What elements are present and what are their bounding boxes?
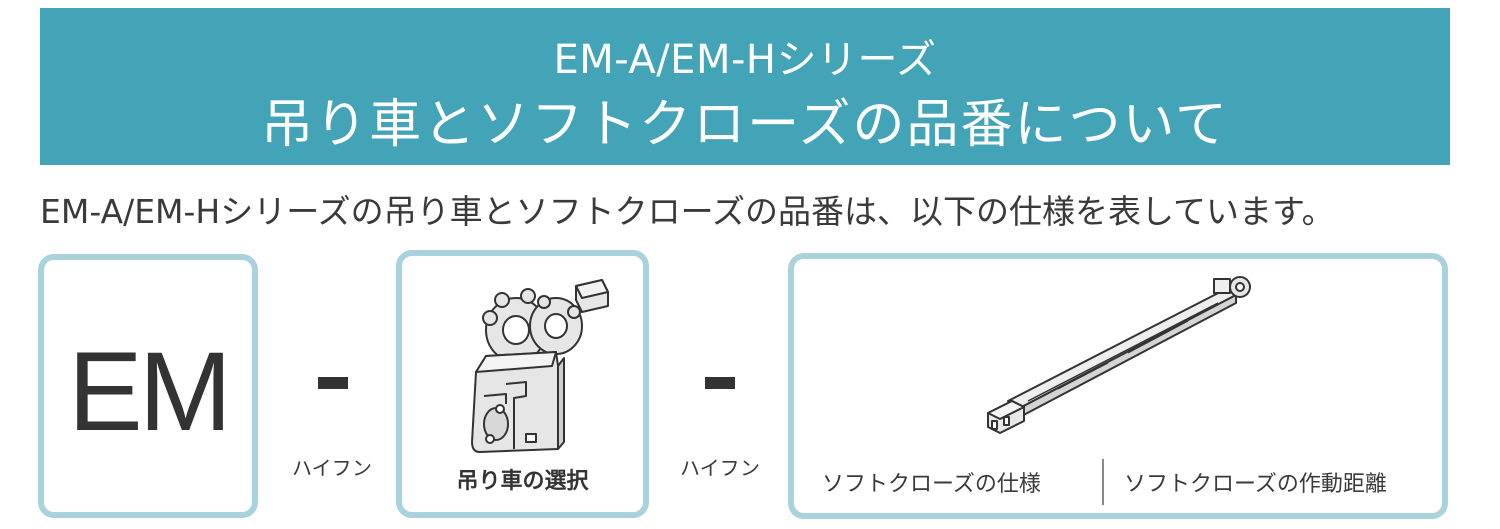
banner-main-title: 吊り車とソフトクローズの品番について bbox=[261, 95, 1229, 155]
softclose-illustration bbox=[987, 276, 1251, 434]
hyphen-label-1: ハイフン bbox=[292, 456, 372, 480]
prefix-box: EM bbox=[38, 254, 258, 518]
softclose-distance-label: ソフトクローズの作動距離 bbox=[1124, 472, 1387, 497]
trolley-selection-label: 吊り車の選択 bbox=[456, 469, 589, 494]
description-text: EM-A/EM-Hシリーズの吊り車とソフトクローズの品番は、以下の仕様を表してい… bbox=[40, 192, 1335, 231]
trolley-illustration bbox=[471, 279, 609, 453]
hyphen-mark-2 bbox=[705, 377, 735, 389]
banner-series-title: EM-A/EM-Hシリーズ bbox=[553, 37, 937, 83]
title-banner: EM-A/EM-Hシリーズ 吊り車とソフトクローズの品番について bbox=[40, 8, 1450, 165]
hyphen-mark-1 bbox=[318, 377, 348, 389]
hyphen-label-2: ハイフン bbox=[680, 456, 760, 480]
trolley-box: 吊り車の選択 bbox=[396, 250, 649, 518]
softclose-spec-label: ソフトクローズの仕様 bbox=[822, 472, 1041, 497]
prefix-code: EM bbox=[68, 329, 232, 454]
softclose-box: ソフトクローズの仕様 ソフトクローズの作動距離 bbox=[788, 253, 1448, 519]
label-separator bbox=[1102, 459, 1104, 505]
